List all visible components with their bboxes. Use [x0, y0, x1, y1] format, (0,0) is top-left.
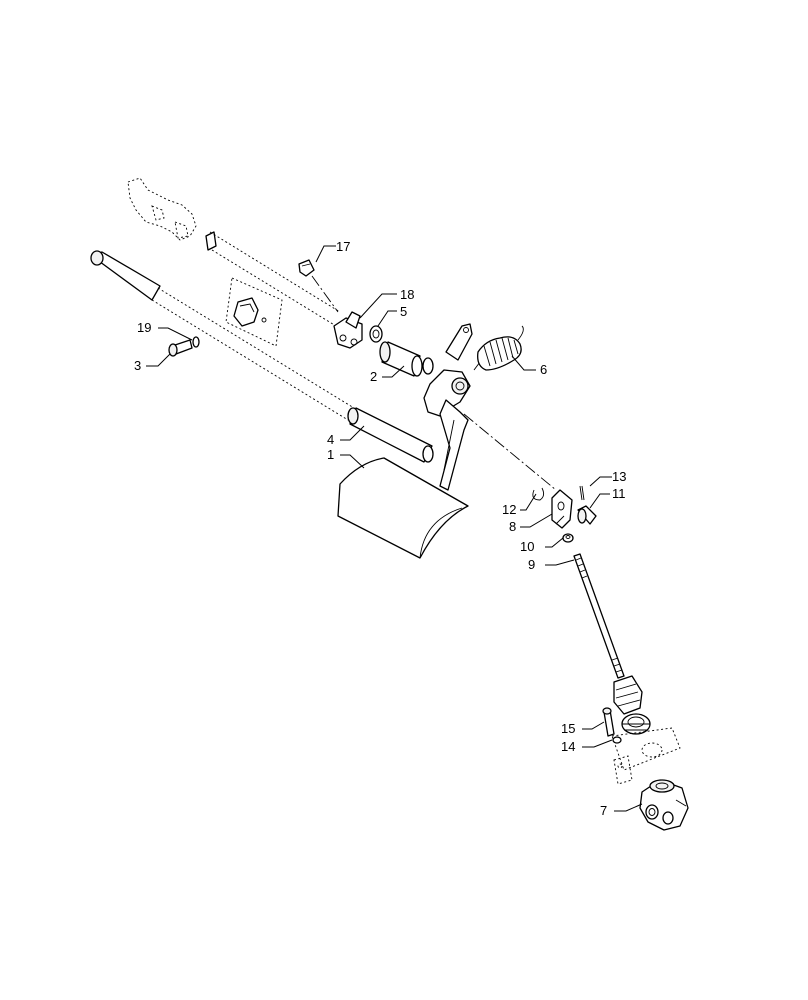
- callout-5: 5: [400, 304, 407, 319]
- part-8-clevis: [551, 489, 573, 529]
- part-2-bushing: [379, 341, 423, 377]
- callout-4: 4: [327, 432, 334, 447]
- part-12-clip: [532, 487, 545, 501]
- callout-1: 1: [327, 447, 334, 462]
- callout-11: 11: [612, 486, 626, 501]
- callout-9: 9: [528, 557, 535, 572]
- callout-17: 17: [336, 239, 350, 254]
- part-15-screw: [602, 707, 615, 737]
- part-6-spring: [473, 325, 524, 371]
- callout-8: 8: [509, 519, 516, 534]
- callout-2: 2: [370, 369, 377, 384]
- callout-12: 12: [502, 502, 516, 517]
- callout-19: 19: [137, 320, 151, 335]
- part-5-ring: [369, 325, 383, 343]
- long-rod: [90, 250, 355, 421]
- callout-3: 3: [134, 358, 141, 373]
- callout-7: 7: [600, 803, 607, 818]
- leader-lines: [146, 245, 643, 812]
- part-4-shaft: [347, 407, 434, 463]
- callout-14: 14: [561, 739, 575, 754]
- boot-bellows: [613, 675, 651, 735]
- part-10-nut: [562, 533, 574, 543]
- part-9-threaded-rod: [573, 553, 625, 679]
- mounting-plate: [225, 277, 283, 347]
- part-1-pedal-cover: [337, 457, 469, 559]
- part-14-washer: [612, 736, 622, 744]
- callout-13: 13: [612, 469, 626, 484]
- part-17-bolt: [298, 259, 339, 313]
- part-11-clevis-pin: [577, 505, 597, 525]
- callout-10: 10: [520, 539, 534, 554]
- upper-shaft-dashed: [205, 231, 341, 327]
- pedal-arm: [423, 323, 473, 491]
- part-18-clevis: [333, 311, 363, 349]
- part-13-pin: [579, 485, 585, 501]
- part-3-bolt: [168, 336, 200, 357]
- callout-labels: 17 18 5 19 3 2 6 4 1 13 11 12 8 10 9 15 …: [134, 239, 626, 818]
- callout-6: 6: [540, 362, 547, 377]
- centre-line: [463, 413, 557, 491]
- part-7-valve: [639, 779, 689, 831]
- lower-mounting-plate: [611, 727, 681, 785]
- callout-18: 18: [400, 287, 414, 302]
- washer: [422, 357, 434, 375]
- callout-15: 15: [561, 721, 575, 736]
- upper-bracket: [127, 177, 197, 241]
